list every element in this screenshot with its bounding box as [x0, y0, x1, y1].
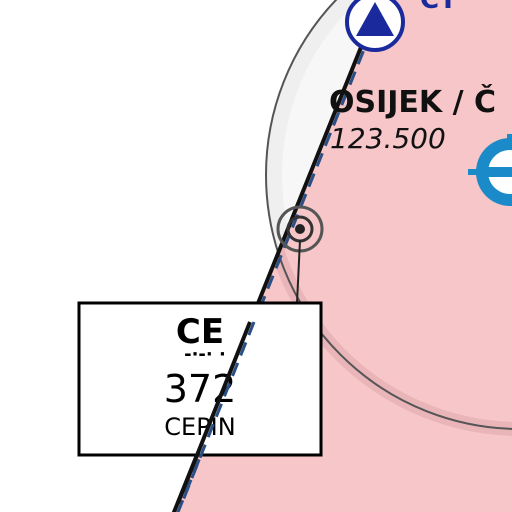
airspace-name: OSIJEK / Č [329, 83, 496, 120]
airport-symbol-icon[interactable] [468, 134, 512, 206]
airspace-boundary-through-box-dashes [180, 321, 256, 504]
ndb-name: CEPIN [164, 413, 235, 441]
airspace-boundary-dashes [176, 0, 386, 512]
airport-triangle-icon[interactable] [345, 0, 405, 52]
ndb-leader-line [296, 239, 301, 304]
airspace-frequency: 123.500 [330, 122, 446, 155]
ndb-ident: CE [176, 312, 224, 352]
airspace-boundary-through-box [176, 321, 252, 504]
ndb-info-box[interactable] [77, 301, 323, 457]
ndb-morse: -·-· · [184, 344, 226, 365]
atz-circle-outline [265, 0, 512, 430]
top-marker-label: CT [420, 0, 457, 15]
